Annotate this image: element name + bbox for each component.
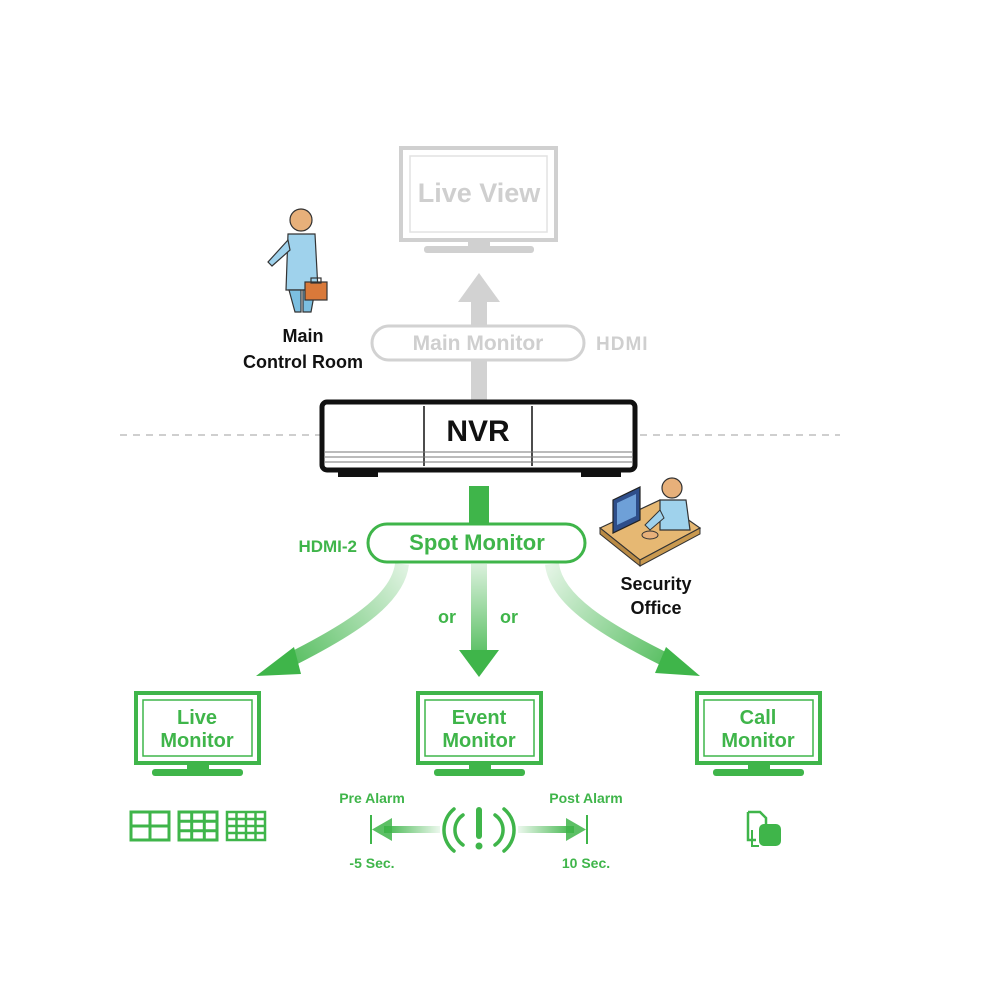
- live-monitor-label-1: Live: [177, 707, 217, 729]
- or-left-label: or: [438, 607, 456, 627]
- live-view-label: Live View: [418, 178, 542, 208]
- call-switch-icon: [746, 810, 781, 847]
- live-monitor-label-2: Monitor: [160, 730, 234, 752]
- event-monitor-label-2: Monitor: [442, 730, 516, 752]
- main-monitor-pill: Main Monitor: [370, 324, 586, 362]
- spot-monitor-label: Spot Monitor: [409, 530, 545, 555]
- spot-monitor-pill: Spot Monitor: [366, 522, 587, 564]
- spot-output-arrows: [256, 562, 700, 677]
- call-monitor-label-2: Monitor: [721, 730, 795, 752]
- grid-4-icon: [129, 810, 171, 842]
- nvr-box: NVR: [319, 399, 638, 477]
- live-monitor: Live Monitor: [134, 691, 261, 776]
- post-alarm-time: 10 Sec.: [562, 855, 610, 871]
- person-with-briefcase-icon: [267, 208, 328, 313]
- post-alarm-arrow: [518, 815, 588, 844]
- control-room-label-2: Control Room: [243, 352, 363, 372]
- hdmi2-label: HDMI-2: [298, 537, 357, 556]
- control-room-label-1: Main: [282, 326, 323, 346]
- event-monitor-label-1: Event: [452, 707, 507, 729]
- or-right-label: or: [500, 607, 518, 627]
- pre-alarm-time: -5 Sec.: [349, 855, 394, 871]
- spot-output-connector: [469, 486, 489, 526]
- grid-16-icon: [225, 810, 267, 842]
- alarm-signal-icon: [442, 807, 516, 853]
- grid-9-icon: [177, 810, 219, 842]
- security-office-label-2: Office: [630, 598, 681, 618]
- call-monitor: Call Monitor: [695, 691, 822, 776]
- security-office-label-1: Security: [620, 574, 691, 594]
- pre-alarm-arrow: [370, 815, 440, 844]
- hdmi-logo: HDMI: [596, 334, 649, 355]
- nvr-label: NVR: [446, 415, 510, 448]
- event-monitor: Event Monitor: [416, 691, 543, 776]
- main-monitor-label: Main Monitor: [413, 332, 544, 355]
- security-desk-icon: [598, 477, 702, 568]
- pre-alarm-label: Pre Alarm: [339, 790, 405, 806]
- post-alarm-label: Post Alarm: [549, 790, 622, 806]
- live-view-monitor: Live View: [399, 146, 558, 253]
- call-monitor-label-1: Call: [740, 707, 777, 729]
